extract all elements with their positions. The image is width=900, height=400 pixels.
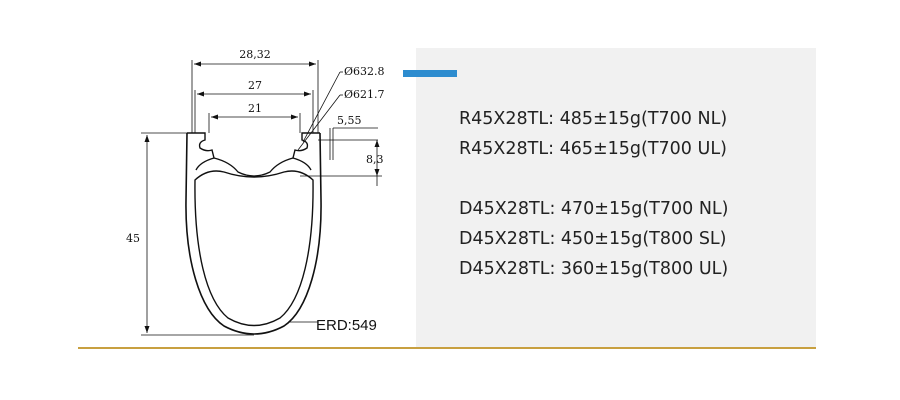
hook-offset-label: 5,55: [337, 114, 362, 127]
accent-bar: [403, 70, 457, 77]
rim-depth-label: 45: [126, 232, 140, 245]
bed-depth-label: 8,3: [366, 153, 384, 166]
spec-line: R45X28TL: 465±15g(T700 UL): [459, 139, 727, 159]
footer-divider: [78, 347, 816, 349]
r-series-specs: R45X28TL: 485±15g(T700 NL) R45X28TL: 465…: [459, 104, 727, 164]
spec-panel: R45X28TL: 485±15g(T700 NL) R45X28TL: 465…: [416, 48, 816, 348]
rim-tyre-bed: [213, 157, 294, 177]
bead-width-label: 21: [248, 102, 262, 115]
rim-cross-section-drawing: 28,32 27 21 Ø632.8 Ø621.7 5,55 8,3 45 ER…: [126, 48, 385, 336]
spec-line: D45X28TL: 360±15g(T800 UL): [459, 259, 729, 279]
bead-diameter-label: Ø621.7: [344, 88, 385, 101]
outer-diameter-label: Ø632.8: [344, 65, 385, 78]
inner-width-label: 27: [248, 79, 262, 92]
spec-line: D45X28TL: 470±15g(T700 NL): [459, 199, 729, 219]
rim-inner-profile: [194, 170, 314, 327]
rim-outer-profile: [185, 132, 322, 335]
erd-label: ERD:549: [316, 317, 377, 334]
spec-line: D45X28TL: 450±15g(T800 SL): [459, 229, 727, 249]
outer-width-label: 28,32: [239, 48, 271, 61]
d-series-specs: D45X28TL: 470±15g(T700 NL) D45X28TL: 450…: [459, 194, 729, 284]
spec-line: R45X28TL: 485±15g(T700 NL): [459, 109, 728, 129]
rim-left-hook: [187, 132, 215, 171]
rim-right-hook: [292, 132, 320, 171]
